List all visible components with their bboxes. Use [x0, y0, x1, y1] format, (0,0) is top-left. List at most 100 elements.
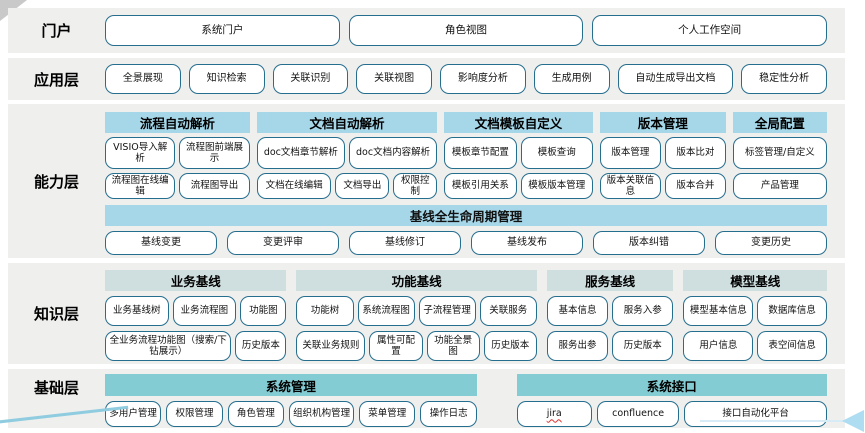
capability-group-header: 流程自动解析 — [105, 112, 250, 133]
knowledge-group-header: 模型基线 — [683, 270, 827, 291]
foundation-button[interactable]: 多用户管理 — [105, 401, 162, 427]
foundation-button[interactable]: jira — [516, 401, 592, 427]
capability-button[interactable]: 模板章节配置 — [444, 137, 517, 169]
capability-button[interactable]: 模板查询 — [520, 137, 593, 169]
knowledge-group: 业务基线业务基线树业务流程图功能图全业务流程功能图（搜索/下钻展示）历史版本 — [105, 270, 287, 361]
baseline-lifecycle-header: 基线全生命周期管理 — [105, 205, 827, 226]
baseline-button[interactable]: 变更历史 — [715, 231, 827, 255]
button-row: 多用户管理权限管理角色管理组织机构管理菜单管理操作日志 — [105, 401, 477, 427]
capability-group: 版本管理版本管理版本比对版本关联信息版本合并 — [599, 112, 726, 199]
application-layer-label: 应用层 — [33, 70, 79, 89]
application-button[interactable]: 关联视图 — [356, 64, 432, 94]
capability-button[interactable]: 模板引用关系 — [444, 173, 517, 199]
knowledge-button[interactable]: 表空间信息 — [757, 331, 828, 361]
foundation-button[interactable]: 菜单管理 — [359, 401, 416, 427]
knowledge-button[interactable]: 功能树 — [296, 296, 354, 326]
capability-button[interactable]: 文档导出 — [335, 173, 390, 199]
capability-button[interactable]: doc文档章节解析 — [256, 137, 345, 169]
capability-button[interactable]: VISIO导入解析 — [105, 137, 176, 169]
capability-group-header: 版本管理 — [599, 112, 726, 133]
knowledge-group: 服务基线基本信息服务入参服务出参历史版本 — [546, 270, 674, 361]
capability-button[interactable]: 流程图前端展示 — [179, 137, 250, 169]
portal-button[interactable]: 个人工作空间 — [592, 15, 828, 46]
capability-group-header: 全局配置 — [732, 112, 827, 133]
baseline-button[interactable]: 基线发布 — [471, 231, 583, 255]
capability-button[interactable]: 流程图导出 — [179, 173, 250, 199]
arrow-tail-line — [700, 420, 846, 422]
knowledge-group: 功能基线功能树系统流程图子流程管理关联服务关联业务规则属性可配置功能全景图历史版… — [296, 270, 537, 361]
capability-button[interactable]: 版本合并 — [664, 173, 726, 199]
capability-button[interactable]: 流程图在线编辑 — [105, 173, 176, 199]
knowledge-button[interactable]: 用户信息 — [683, 331, 754, 361]
knowledge-button[interactable]: 业务流程图 — [172, 296, 237, 326]
capability-button[interactable]: 模板版本管理 — [520, 173, 593, 199]
capability-button[interactable]: 产品管理 — [732, 173, 827, 199]
button-row: 文档在线编辑文档导出权限控制 — [256, 173, 438, 199]
portal-button[interactable]: 角色视图 — [348, 15, 584, 46]
button-row: 功能树系统流程图子流程管理关联服务 — [296, 296, 537, 326]
button-row: 业务基线树业务流程图功能图 — [105, 296, 287, 326]
capability-button[interactable]: 文档在线编辑 — [256, 173, 332, 199]
capability-layer-label: 能力层 — [33, 172, 79, 191]
baseline-button[interactable]: 基线变更 — [105, 231, 217, 255]
capability-button[interactable]: 标签管理/自定义 — [732, 137, 827, 169]
knowledge-button[interactable]: 关联业务规则 — [296, 331, 366, 361]
knowledge-button[interactable]: 历史版本 — [612, 331, 674, 361]
knowledge-layer-label: 知识层 — [33, 305, 79, 323]
application-button[interactable]: 影响度分析 — [440, 64, 526, 94]
button-row: 版本管理版本比对 — [599, 137, 726, 169]
button-row: 模型基本信息数据库信息 — [683, 296, 828, 326]
knowledge-button[interactable]: 数据库信息 — [757, 296, 828, 326]
knowledge-button[interactable]: 服务出参 — [546, 331, 609, 361]
application-button[interactable]: 全景展现 — [105, 64, 181, 94]
application-button-row: 全景展现知识检索关联识别关联视图影响度分析生成用例自动生成导出文档稳定性分析 — [105, 58, 827, 100]
button-row: 用户信息表空间信息 — [683, 331, 828, 361]
baseline-button[interactable]: 版本纠错 — [593, 231, 705, 255]
foundation-layer-label: 基础层 — [33, 379, 79, 397]
knowledge-button[interactable]: 基本信息 — [546, 296, 609, 326]
application-button[interactable]: 关联识别 — [272, 64, 349, 94]
button-row: 流程图在线编辑流程图导出 — [105, 173, 250, 199]
knowledge-button[interactable]: 业务基线树 — [105, 296, 169, 326]
portal-button[interactable]: 系统门户 — [105, 15, 340, 46]
baseline-button[interactable]: 变更评审 — [227, 231, 339, 255]
button-row: 服务出参历史版本 — [546, 331, 674, 361]
foundation-button[interactable]: 操作日志 — [420, 401, 477, 427]
baseline-button-row: 基线变更变更评审基线修订基线发布版本纠错变更历史 — [105, 231, 827, 255]
capability-button[interactable]: doc文档内容解析 — [348, 137, 438, 169]
foundation-button[interactable]: 角色管理 — [227, 401, 285, 427]
knowledge-button[interactable]: 功能全景图 — [426, 331, 480, 361]
application-button[interactable]: 稳定性分析 — [741, 64, 827, 94]
button-row: 版本关联信息版本合并 — [599, 173, 726, 199]
capability-button[interactable]: 版本比对 — [664, 137, 726, 169]
capability-button[interactable]: 权限控制 — [393, 173, 438, 199]
capability-button[interactable]: 版本管理 — [599, 137, 661, 169]
knowledge-button[interactable]: 系统流程图 — [357, 296, 415, 326]
button-row: 标签管理/自定义 — [732, 137, 827, 169]
foundation-button[interactable]: confluence — [596, 401, 680, 427]
knowledge-group-header: 功能基线 — [296, 270, 537, 291]
knowledge-button[interactable]: 历史版本 — [483, 331, 537, 361]
capability-button[interactable]: 版本关联信息 — [599, 173, 661, 199]
knowledge-button[interactable]: 属性可配置 — [369, 331, 423, 361]
foundation-button[interactable]: 权限管理 — [166, 401, 223, 427]
button-row: VISIO导入解析流程图前端展示 — [105, 137, 250, 169]
baseline-button[interactable]: 基线修订 — [349, 231, 461, 255]
knowledge-button[interactable]: 历史版本 — [235, 331, 287, 361]
knowledge-button[interactable]: 关联服务 — [479, 296, 537, 326]
knowledge-button[interactable]: 功能图 — [240, 296, 287, 326]
application-button[interactable]: 自动生成导出文档 — [617, 64, 734, 94]
knowledge-button[interactable]: 模型基本信息 — [683, 296, 754, 326]
application-button[interactable]: 生成用例 — [533, 64, 610, 94]
foundation-button[interactable]: 接口自动化平台 — [684, 401, 827, 427]
knowledge-button[interactable]: 全业务流程功能图（搜索/下钻展示） — [105, 331, 232, 361]
arrow-left-icon — [842, 410, 864, 432]
application-button[interactable]: 知识检索 — [188, 64, 265, 94]
knowledge-button[interactable]: 子流程管理 — [418, 296, 476, 326]
foundation-button[interactable]: 组织机构管理 — [289, 401, 355, 427]
knowledge-button[interactable]: 服务入参 — [612, 296, 674, 326]
button-row: 模板章节配置模板查询 — [444, 137, 593, 169]
capability-group: 全局配置标签管理/自定义产品管理 — [732, 112, 827, 199]
